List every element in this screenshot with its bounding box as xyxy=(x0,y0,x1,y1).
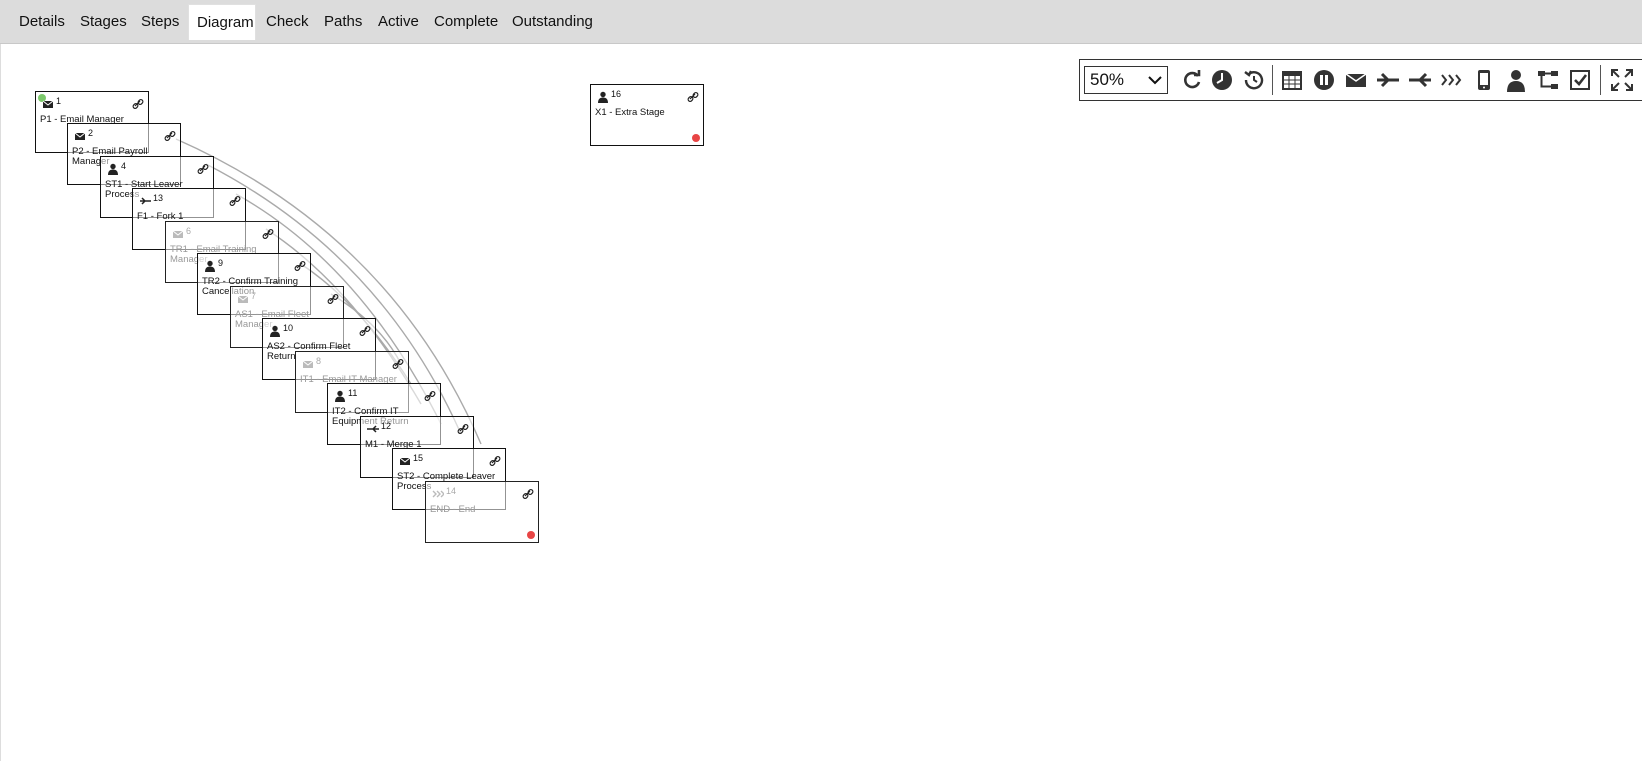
connector-lines xyxy=(175,138,482,445)
node-label: P1 - Email Manager xyxy=(40,114,124,125)
link-icon[interactable] xyxy=(164,130,176,142)
link-icon[interactable] xyxy=(327,293,339,305)
chevrons-icon[interactable] xyxy=(1440,68,1464,92)
user-icon xyxy=(108,163,118,175)
node-number: 14 xyxy=(446,486,457,496)
zoom-select[interactable]: 50% xyxy=(1084,66,1168,94)
start-indicator xyxy=(38,94,46,102)
pause-icon[interactable] xyxy=(1312,68,1336,92)
fullscreen-icon[interactable] xyxy=(1610,68,1634,92)
user-icon xyxy=(598,91,608,103)
email-icon xyxy=(399,457,411,465)
tab-check[interactable]: Check xyxy=(266,13,309,30)
user-icon xyxy=(270,325,280,337)
email-icon[interactable] xyxy=(1344,68,1368,92)
node-number: 11 xyxy=(348,388,358,398)
node-label: TR1 - Email Training Manager xyxy=(170,244,257,265)
tab-bar: Details Stages Steps Diagram Check Paths… xyxy=(0,0,1642,44)
link-icon[interactable] xyxy=(229,195,241,207)
tab-stages[interactable]: Stages xyxy=(80,13,127,30)
node-number: 15 xyxy=(413,453,424,463)
diagram-canvas[interactable]: 1 P1 - Email Manager 2 P2 - Email Payrol… xyxy=(0,44,1642,761)
node-number: 6 xyxy=(186,226,192,236)
tab-steps[interactable]: Steps xyxy=(141,13,180,30)
tab-outstanding[interactable]: Outstanding xyxy=(512,13,593,30)
node-label: ST1 - Start Leaver Process xyxy=(105,179,183,200)
calendar-icon[interactable] xyxy=(1280,68,1304,92)
link-icon[interactable] xyxy=(392,358,404,370)
clock-icon[interactable] xyxy=(1210,68,1234,92)
toolbar-separator xyxy=(1600,65,1601,95)
node-label: AS2 - Confirm Fleet Return xyxy=(267,341,351,362)
node-label: IT1 - Email IT Manager xyxy=(300,374,397,385)
link-icon[interactable] xyxy=(359,325,371,337)
checkbox-icon[interactable] xyxy=(1568,68,1592,92)
node-number: 16 xyxy=(611,89,622,99)
link-icon[interactable] xyxy=(424,390,436,402)
node-label: AS1 - Email Fleet Manager xyxy=(235,309,309,330)
node-label: END - End xyxy=(430,504,476,515)
hierarchy-icon[interactable] xyxy=(1536,68,1560,92)
email-icon xyxy=(302,360,314,368)
link-icon[interactable] xyxy=(262,228,274,240)
end-indicator xyxy=(692,134,700,142)
node-label: ST2 - Complete Leaver Process xyxy=(397,471,496,492)
link-icon[interactable] xyxy=(294,260,306,272)
link-icon[interactable] xyxy=(522,488,534,500)
tab-complete[interactable]: Complete xyxy=(434,13,499,30)
diagram-node[interactable]: 14 END - End xyxy=(425,481,539,543)
node-label: P2 - Email Payroll Manager xyxy=(72,146,148,167)
node-number: 8 xyxy=(316,356,322,366)
chevron-down-icon xyxy=(1148,76,1162,85)
chevrons-icon xyxy=(432,490,444,498)
link-icon[interactable] xyxy=(457,423,469,435)
node-number: 4 xyxy=(121,161,127,171)
toolbar-separator xyxy=(1272,65,1273,95)
connector xyxy=(175,138,482,445)
link-icon[interactable] xyxy=(687,91,699,103)
fork-icon[interactable] xyxy=(1376,68,1400,92)
merge-icon xyxy=(367,425,379,433)
email-icon xyxy=(237,295,249,303)
node-number: 10 xyxy=(283,323,294,333)
tab-diagram[interactable]: Diagram xyxy=(188,4,256,40)
link-icon[interactable] xyxy=(197,163,209,175)
node-label: TR2 - Confirm Training Cancellation xyxy=(202,276,299,297)
fork-icon xyxy=(140,197,151,205)
undo-icon[interactable] xyxy=(1242,68,1266,92)
user-icon[interactable] xyxy=(1504,68,1528,92)
link-icon[interactable] xyxy=(132,98,144,110)
tab-paths[interactable]: Paths xyxy=(324,13,363,30)
email-icon xyxy=(74,132,86,140)
user-icon xyxy=(205,260,215,272)
link-icon[interactable] xyxy=(489,455,501,467)
node-number: 12 xyxy=(381,421,392,431)
node-label: F1 - Fork 1 xyxy=(137,211,184,222)
node-number: 13 xyxy=(153,193,164,203)
user-icon xyxy=(335,390,345,402)
mobile-icon[interactable] xyxy=(1472,68,1496,92)
tab-active[interactable]: Active xyxy=(378,13,419,30)
zoom-value: 50% xyxy=(1090,70,1125,89)
node-number: 7 xyxy=(251,291,257,301)
end-indicator xyxy=(527,531,535,539)
diagram-node[interactable]: 16 X1 - Extra Stage xyxy=(590,84,704,146)
node-number: 9 xyxy=(218,258,224,268)
tab-details[interactable]: Details xyxy=(19,13,65,30)
merge-icon[interactable] xyxy=(1408,68,1432,92)
node-label: M1 - Merge 1 xyxy=(365,439,422,450)
email-icon xyxy=(42,100,54,108)
node-label: X1 - Extra Stage xyxy=(595,107,665,118)
refresh-icon[interactable] xyxy=(1180,68,1204,92)
diagram-toolbar: 50% xyxy=(1079,59,1642,101)
node-number: 1 xyxy=(56,96,62,106)
node-number: 2 xyxy=(88,128,94,138)
email-icon xyxy=(172,230,184,238)
